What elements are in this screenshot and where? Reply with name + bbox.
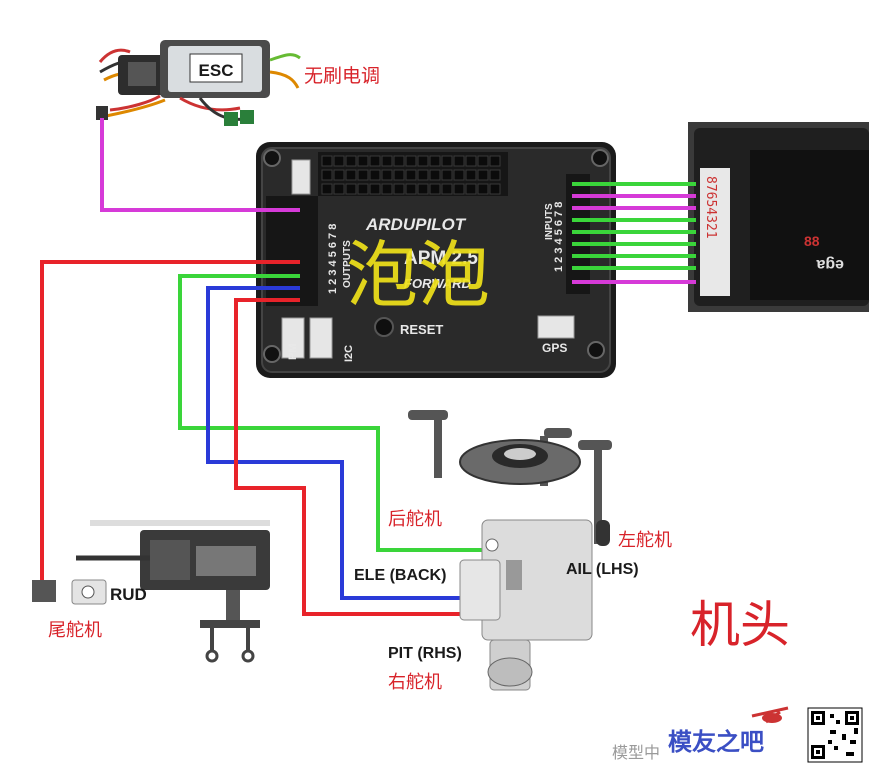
apm-board-icon <box>256 142 616 378</box>
rear-servo-label: 后舵机 <box>388 509 442 530</box>
qr-code-icon <box>807 707 863 763</box>
esc-cn-label: 无刷电调 <box>304 65 380 87</box>
rud-wire <box>40 260 300 590</box>
board-i2c: I2C <box>343 345 355 362</box>
helicopter-logo-icon <box>751 706 789 724</box>
ele-label: ELE (BACK) <box>354 567 446 584</box>
ele-wire <box>178 274 494 552</box>
svg-text:ega: ega <box>816 256 844 273</box>
board-forward: FORWARD <box>404 276 472 291</box>
site-logo: 模友之吧 <box>668 728 764 756</box>
board-brand: ARDUPILOT <box>365 215 467 234</box>
receiver-icon: 88 ega <box>688 122 869 312</box>
svg-text:88: 88 <box>804 233 820 249</box>
right-servo-label: 右舵机 <box>388 672 442 693</box>
board-reset: RESET <box>400 322 443 337</box>
swashplate-icon <box>408 410 612 691</box>
board-inputs: INPUTS <box>544 203 555 240</box>
head-label: 机头 <box>690 596 790 654</box>
output-pin-numbers: 1 2 3 4 5 6 7 8 <box>327 224 339 294</box>
board-model: APM 2.5 <box>404 248 478 269</box>
input-pin-numbers: 1 2 3 4 5 6 7 8 <box>553 202 565 272</box>
receiver-pin-numbers: 87654321 <box>703 176 718 239</box>
board-pm: PM <box>287 344 299 361</box>
site-text: 模型中 <box>612 743 660 762</box>
tail-servo-icon <box>32 520 270 663</box>
left-servo-label: 左舵机 <box>618 530 672 551</box>
tail-servo-label: 尾舵机 <box>48 620 102 641</box>
board-gps: GPS <box>542 341 567 355</box>
yellow-overlay-text: 泡泡 <box>346 233 490 317</box>
esc-label: ESC <box>199 61 234 80</box>
pit-wire-blue <box>206 286 480 600</box>
esc-signal-wire <box>100 118 300 212</box>
board-outputs: OUTPUTS <box>342 240 353 288</box>
ail-wire-red <box>234 298 552 616</box>
rud-label: RUD <box>110 585 147 604</box>
pit-label: PIT (RHS) <box>388 645 462 662</box>
receiver-wires <box>572 182 696 284</box>
esc-module-icon <box>96 40 301 126</box>
ail-label: AIL (LHS) <box>566 561 639 578</box>
